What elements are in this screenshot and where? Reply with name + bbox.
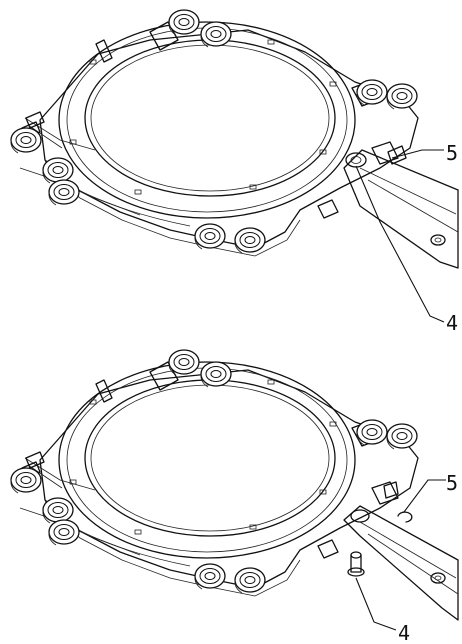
top-lever-arm [343,149,459,269]
top-callout-4: 4 [446,311,458,335]
bottom-leader-4 [355,577,397,631]
bottom-callout-5: 5 [446,471,458,495]
bottom-assembly [11,350,459,621]
top-callout-5: 5 [446,141,458,165]
top-leader-5 [391,149,444,159]
bottom-leader-5 [403,479,446,513]
bottom-clip-part [397,511,413,523]
bottom-lever-arm [343,505,459,621]
bottom-callout-4: 4 [398,621,410,644]
bottom-pin-part [347,551,365,577]
top-assembly [11,10,459,269]
top-leader-4 [355,165,445,323]
